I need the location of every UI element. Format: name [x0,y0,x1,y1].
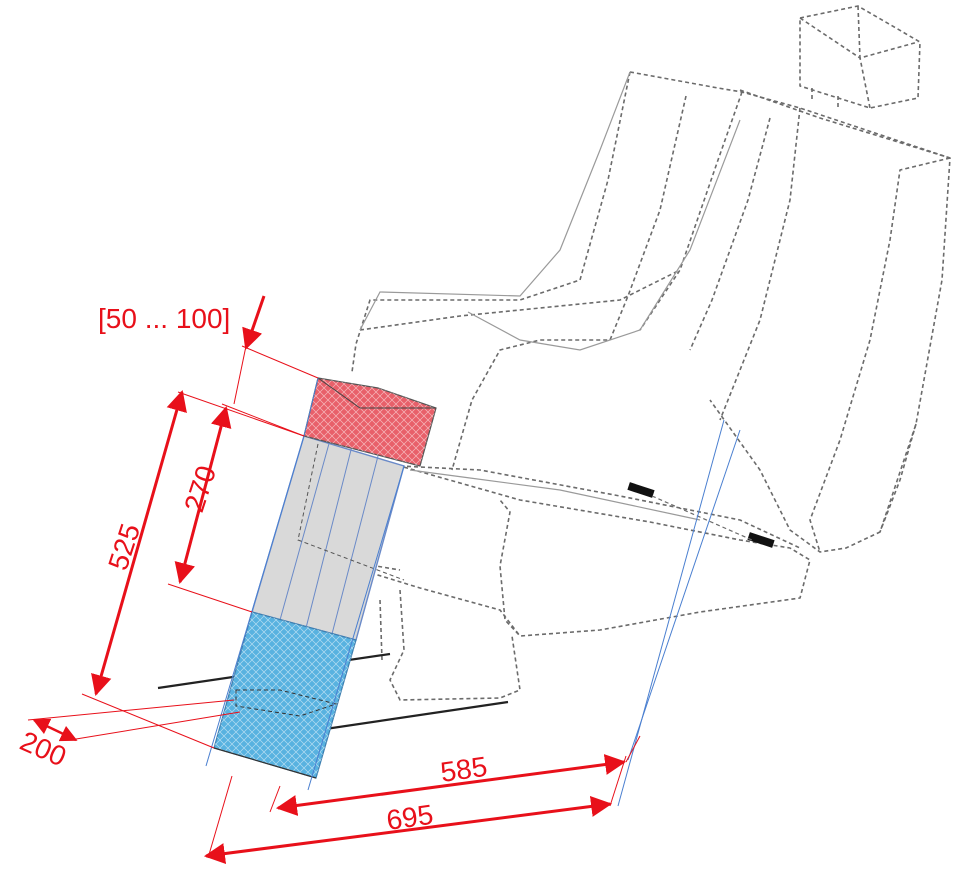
dimension-arrows [32,295,627,865]
gray-column-block [251,435,405,641]
dim-585-label: 585 [439,751,490,788]
anchor-line [651,495,753,541]
headrest [799,5,921,109]
seat-cover-lines [359,71,741,521]
dim-range-label: [50 ... 100] [98,303,230,334]
dim-range-arrow [242,295,266,350]
backrest [351,71,951,553]
anchor-markers [627,482,775,548]
dim-695-label: 695 [385,799,436,836]
dim-270-arrow [174,405,232,585]
headrest-posts [811,88,839,110]
guide-lines [205,377,741,807]
dim-525-arrow [91,389,187,697]
blue-bottom-block [213,611,357,779]
dim-270-label: 270 [178,462,222,516]
seat-base [379,589,521,701]
dim-200-label: 200 [16,725,71,772]
red-top-block [303,377,437,467]
dim-695-arrow [203,795,613,865]
seat-outline [299,5,951,701]
dim-525-label: 525 [102,520,146,574]
dim-200-arrow [32,718,78,742]
